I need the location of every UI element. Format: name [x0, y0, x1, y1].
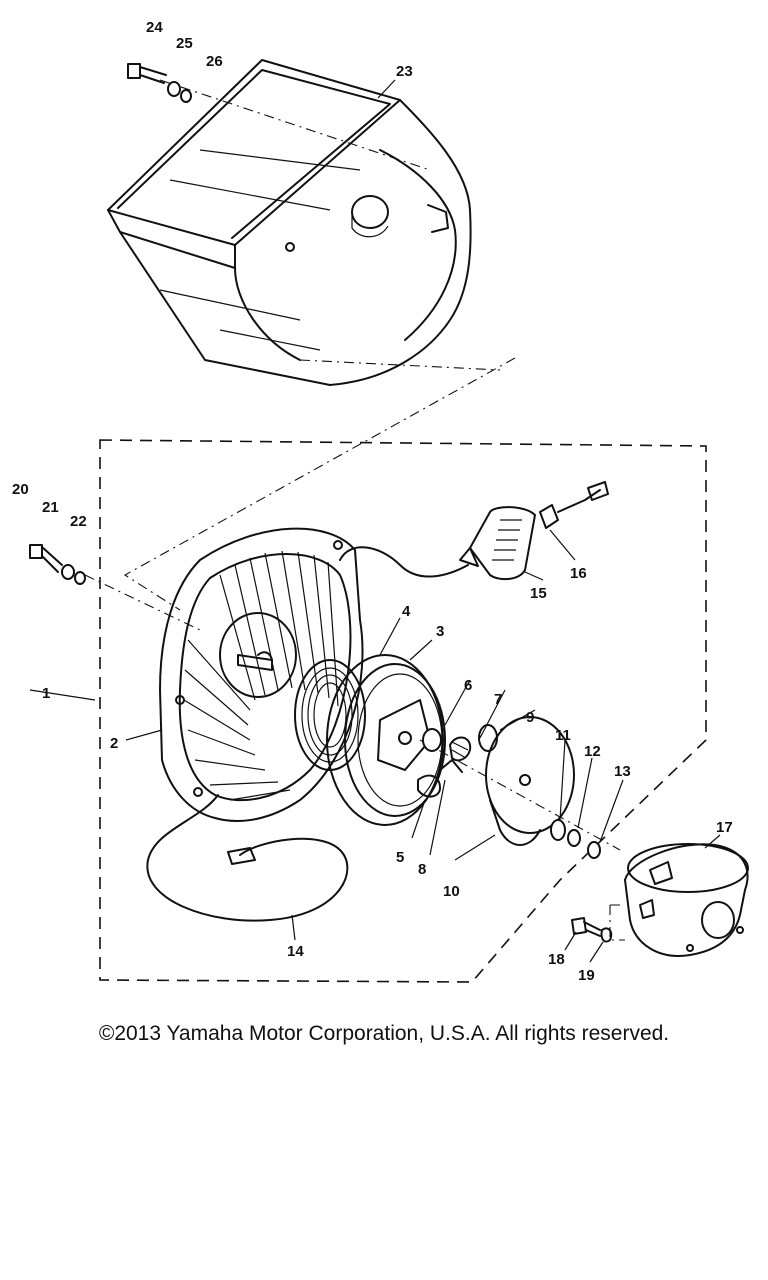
washer-11 — [550, 819, 566, 841]
label-2: 2 — [110, 735, 118, 752]
nut-12 — [567, 829, 581, 847]
label-18: 18 — [548, 951, 565, 968]
label-15: 15 — [530, 585, 547, 602]
label-1: 1 — [42, 685, 50, 702]
label-20: 20 — [12, 481, 29, 498]
label-6: 6 — [464, 677, 472, 694]
spring-7 — [449, 736, 472, 762]
washer-6 — [422, 728, 442, 752]
label-7: 7 — [494, 691, 502, 708]
washer-19 — [600, 927, 613, 943]
label-22: 22 — [70, 513, 87, 530]
label-25: 25 — [176, 35, 193, 52]
starter-cup — [624, 843, 749, 957]
assembly-boundary — [99, 439, 707, 983]
washer-22 — [74, 571, 86, 585]
label-21: 21 — [42, 499, 59, 516]
label-16: 16 — [570, 565, 587, 582]
washer-26 — [180, 89, 192, 103]
rope-stopper — [539, 481, 609, 529]
label-4: 4 — [402, 603, 411, 620]
label-10: 10 — [443, 883, 460, 900]
label-23: 23 — [396, 63, 413, 80]
label-26: 26 — [206, 53, 223, 70]
label-9: 9 — [526, 709, 534, 726]
starter-rope — [146, 794, 349, 922]
label-5: 5 — [396, 849, 404, 866]
spiral-spring — [294, 659, 366, 771]
label-14: 14 — [287, 943, 304, 960]
fan-housing-shroud — [107, 59, 472, 386]
exploded-parts-diagram: 1 2 3 4 5 6 7 8 9 10 11 12 13 14 15 16 1… — [12, 19, 749, 984]
label-13: 13 — [614, 763, 631, 780]
bolt-20 — [29, 544, 63, 573]
bolt-24 — [127, 63, 167, 84]
label-17: 17 — [716, 819, 733, 836]
nut-13 — [587, 841, 601, 859]
label-3: 3 — [436, 623, 444, 640]
drive-plate-10 — [485, 716, 575, 846]
spring-8 — [439, 759, 463, 773]
copyright-notice: ©2013 Yamaha Motor Corporation, U.S.A. A… — [98, 1022, 670, 1045]
label-19: 19 — [578, 967, 595, 984]
label-8: 8 — [418, 861, 426, 878]
washer-25 — [167, 81, 181, 97]
starter-case — [159, 527, 364, 822]
pawl-5 — [417, 774, 441, 798]
washer-21 — [61, 564, 75, 580]
label-24: 24 — [146, 19, 163, 36]
label-11: 11 — [555, 727, 571, 744]
label-12: 12 — [584, 743, 601, 760]
bolt-18 — [571, 917, 601, 937]
washer-9 — [478, 724, 498, 752]
starter-handle — [459, 506, 536, 581]
rope-pulley — [326, 654, 446, 826]
